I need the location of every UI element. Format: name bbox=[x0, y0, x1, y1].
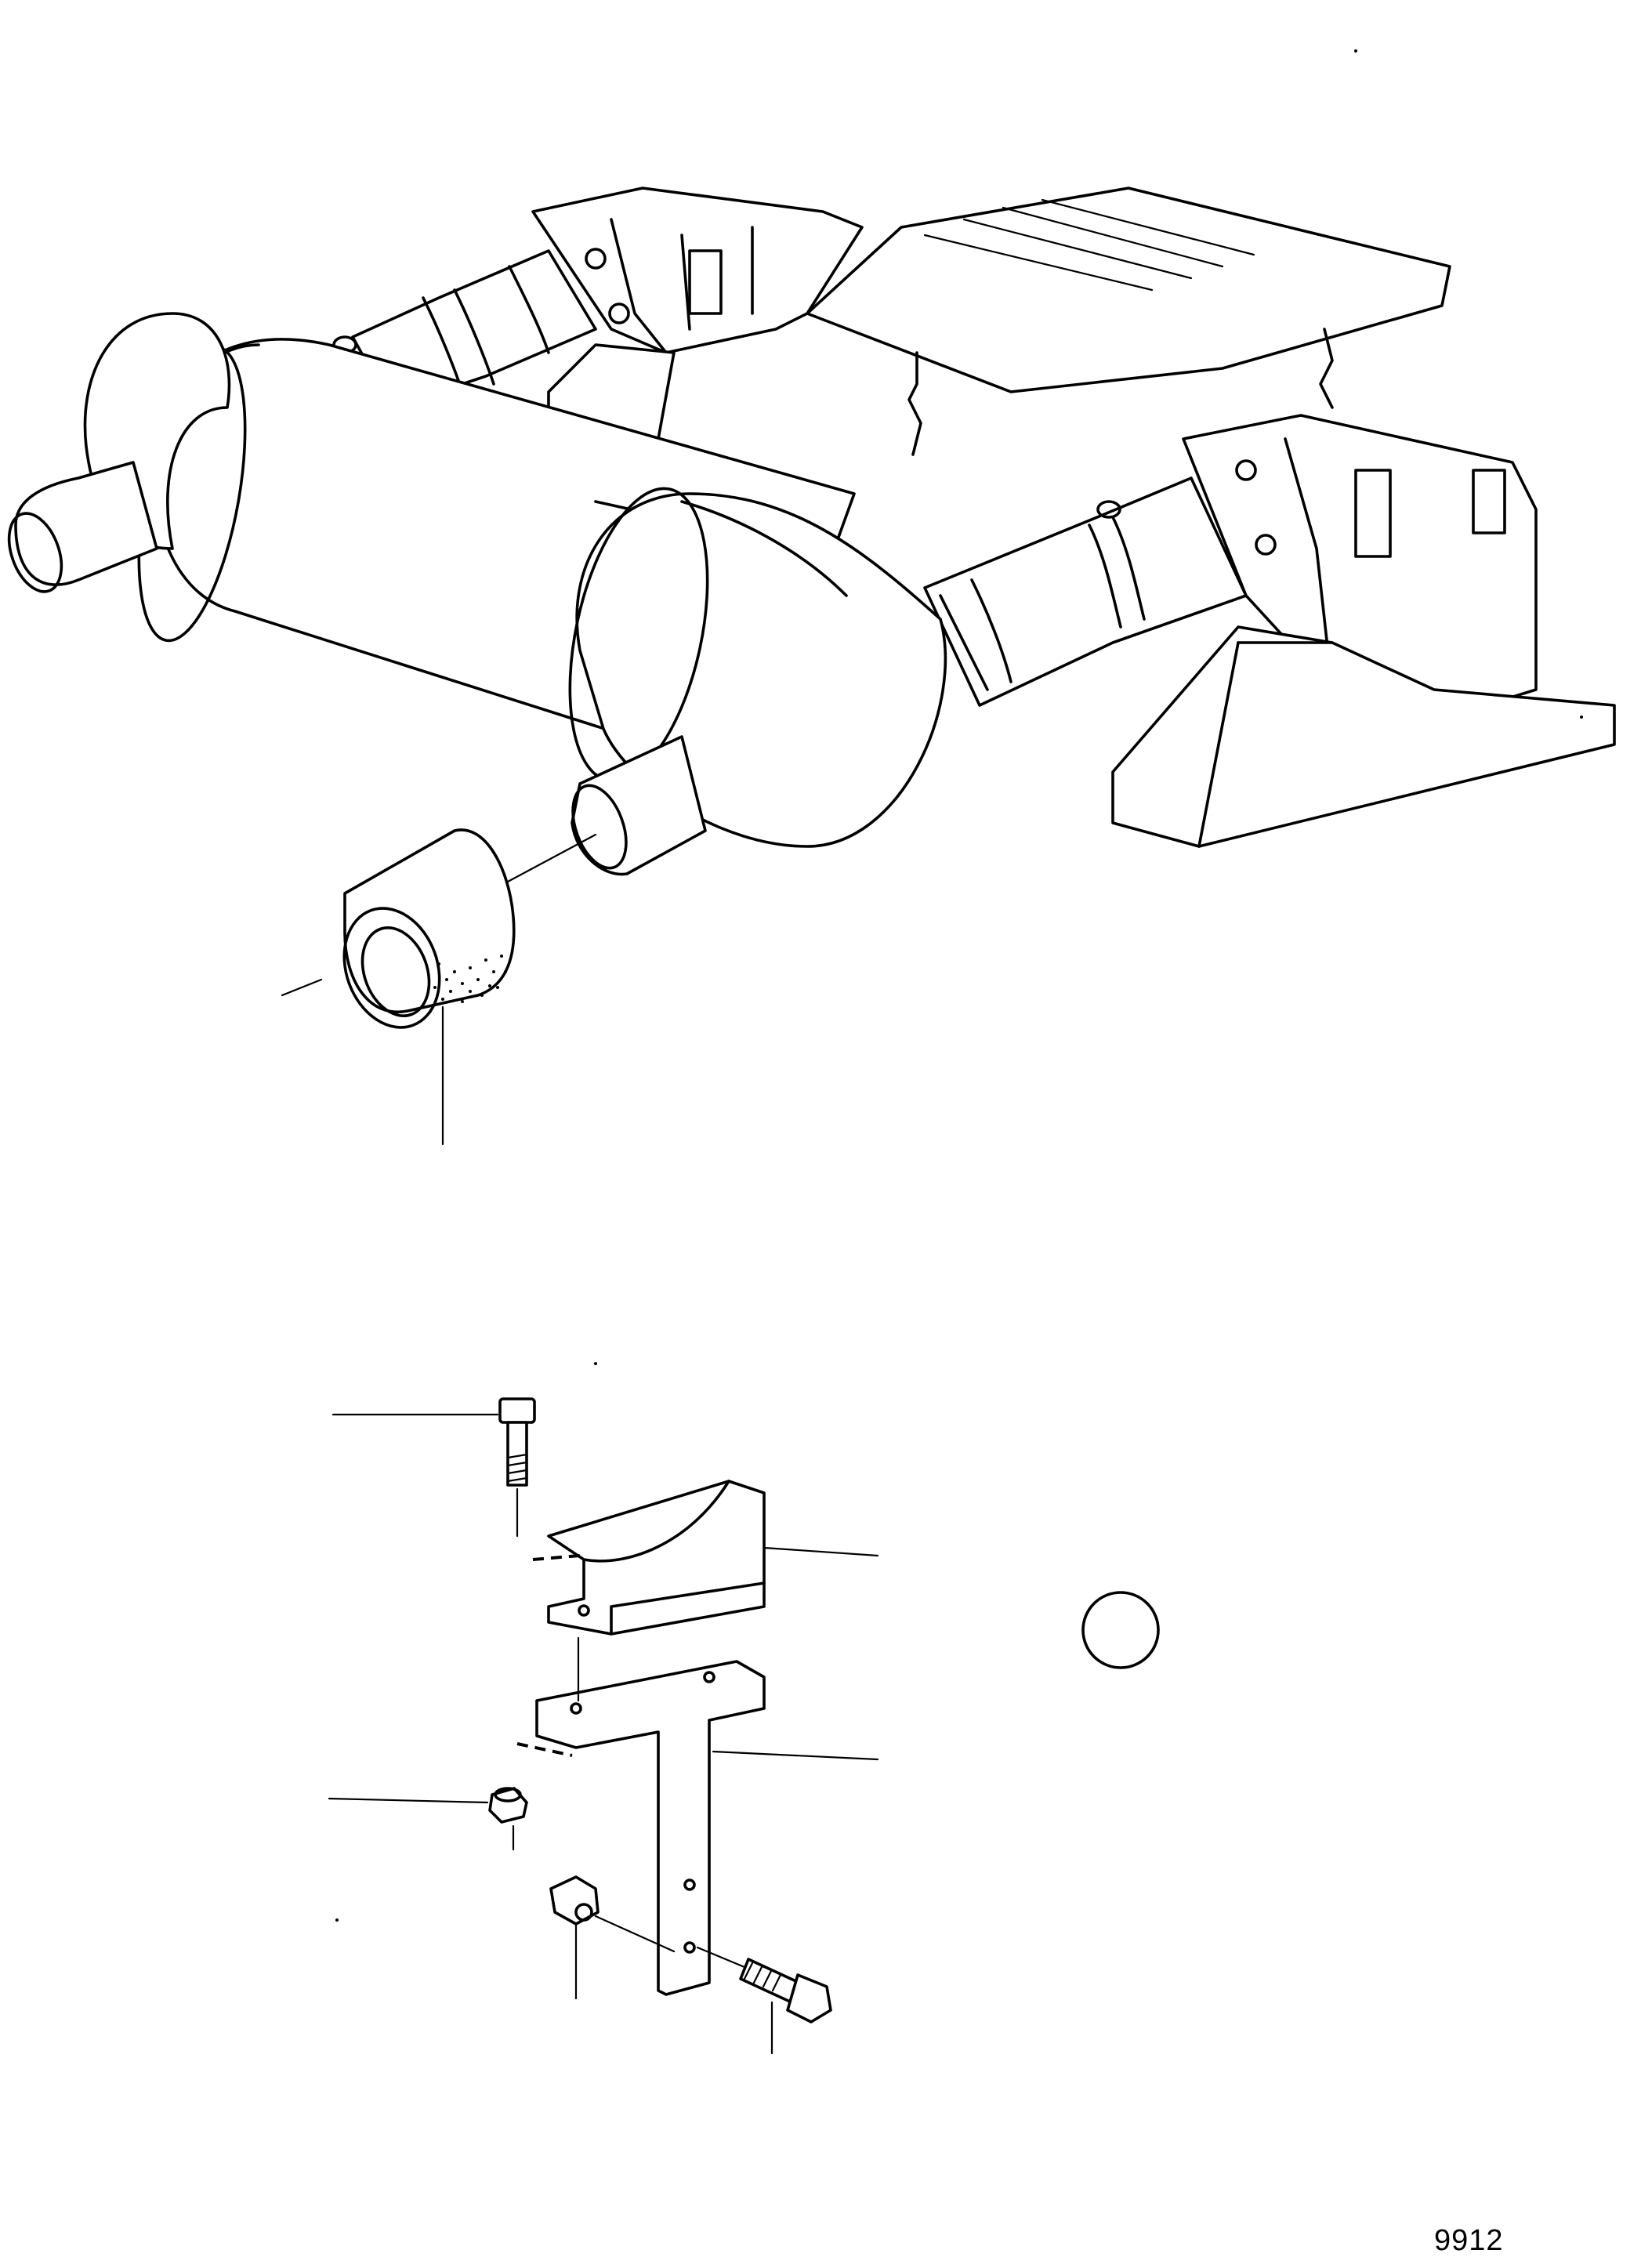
bracket-locating-dash bbox=[516, 1742, 573, 1757]
saddle-callout-line bbox=[763, 1546, 879, 1557]
detail-marker-circle bbox=[1081, 1591, 1160, 1669]
lower-bolt-axis bbox=[696, 1946, 746, 1969]
lower-lock-nut bbox=[549, 1875, 600, 1926]
figure-code: 9912 bbox=[1434, 2224, 1504, 2257]
flange-nut bbox=[488, 1787, 528, 1824]
engine-block bbox=[806, 187, 1451, 456]
exhaust-manifold-front bbox=[1111, 414, 1616, 848]
upper-bolt bbox=[498, 1397, 536, 1487]
front-exhaust-bellows bbox=[923, 476, 1248, 707]
lower-bolt bbox=[739, 1958, 832, 2023]
silencer bbox=[7, 312, 947, 876]
lower-nut-axis bbox=[594, 1915, 676, 1953]
bracket-callout-line bbox=[712, 1750, 879, 1761]
support-bracket bbox=[535, 1660, 766, 1996]
silencer-saddle bbox=[547, 1480, 766, 1636]
sleeve-centerline-dash bbox=[281, 978, 323, 997]
rubber-sleeve bbox=[342, 828, 516, 1029]
saddle-locating-dash bbox=[532, 1554, 581, 1561]
flange-nut-callout-line bbox=[328, 1797, 489, 1804]
sleeve-leader-line bbox=[506, 833, 597, 883]
